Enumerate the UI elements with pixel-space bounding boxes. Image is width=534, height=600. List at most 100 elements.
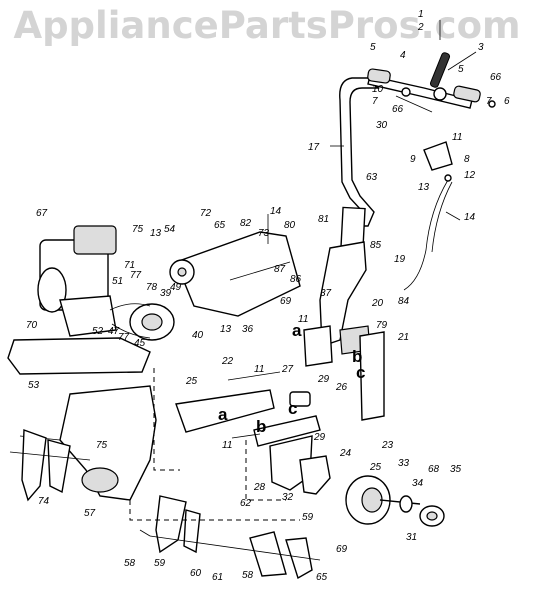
callout-75b: 75 (96, 440, 108, 451)
callout-9: 9 (410, 154, 416, 165)
callout-24: 24 (339, 448, 352, 459)
callout-11b: 11 (298, 314, 308, 325)
alignment-lines (129, 368, 300, 521)
bracket-and-cable (403, 141, 453, 291)
callout-1: 1 (418, 9, 424, 20)
right-tines (139, 495, 321, 580)
callout-86: 86 (290, 274, 302, 285)
callout-13c: 13 (220, 324, 232, 335)
callout-8: 8 (464, 154, 470, 165)
handle-column (303, 206, 371, 367)
callout-13b: 13 (150, 228, 162, 239)
callout-71: 71 (124, 260, 135, 271)
callout-14a: 14 (464, 212, 476, 223)
callout-28: 28 (253, 482, 266, 493)
callout-21: 21 (397, 332, 409, 343)
callout-58a: 58 (124, 558, 136, 569)
callout-69a: 69 (280, 296, 292, 307)
callout-27: 27 (281, 364, 294, 375)
callout-3: 3 (478, 42, 484, 53)
callout-87: 87 (274, 264, 286, 275)
callout-75a: 75 (132, 224, 144, 235)
callout-70: 70 (26, 320, 38, 331)
callout-80: 80 (284, 220, 296, 231)
tag-c-lower: c (288, 399, 297, 418)
callout-29a: 29 (317, 374, 330, 385)
tine-shield (7, 337, 151, 375)
callout-20: 20 (371, 298, 384, 309)
callout-61: 61 (212, 572, 223, 583)
wheel-assembly (299, 455, 445, 527)
callout-65b: 65 (316, 572, 328, 583)
callout-30: 30 (376, 120, 388, 131)
tag-a-upper: a (292, 321, 302, 340)
callout-66b: 66 (392, 104, 404, 115)
callout-53: 53 (28, 380, 40, 391)
callout-14b: 14 (270, 206, 282, 217)
callout-58b: 58 (242, 570, 254, 581)
callout-73: 73 (258, 228, 270, 239)
callout-7b: 7 (486, 96, 492, 107)
callout-10: 10 (372, 84, 384, 95)
callout-59a: 59 (154, 558, 166, 569)
callout-7: 7 (372, 96, 378, 107)
callout-17: 17 (308, 142, 320, 153)
callout-49: 49 (170, 282, 182, 293)
callout-11d: 11 (222, 440, 232, 451)
callout-66a: 66 (490, 72, 502, 83)
callout-35: 35 (450, 464, 462, 475)
letter-tags: a b c a b c (218, 321, 365, 436)
callout-32: 32 (282, 492, 294, 503)
callout-51: 51 (112, 276, 123, 287)
belt-cover (169, 231, 301, 317)
callout-34: 34 (412, 478, 424, 489)
callout-19: 19 (394, 254, 406, 265)
leader-lines (267, 20, 477, 244)
tag-a-lower: a (218, 405, 228, 424)
tag-b-upper: b (352, 347, 362, 366)
callout-67: 67 (36, 208, 48, 219)
callout-77b: 77 (118, 332, 130, 343)
callout-74: 74 (38, 496, 50, 507)
callout-29b: 29 (313, 432, 326, 443)
callout-84: 84 (398, 296, 410, 307)
engine (37, 225, 175, 341)
left-tines (9, 429, 91, 502)
callout-77a: 77 (130, 270, 142, 281)
callout-81: 81 (318, 214, 329, 225)
callout-40: 40 (192, 330, 204, 341)
callout-11a: 11 (452, 132, 462, 143)
callout-4: 4 (400, 50, 406, 61)
callout-2: 2 (417, 22, 424, 33)
handlebar (339, 52, 496, 227)
callout-57: 57 (84, 508, 96, 519)
callout-60: 60 (190, 568, 202, 579)
callout-37: 37 (320, 288, 332, 299)
callout-23: 23 (381, 440, 394, 451)
callout-79: 79 (376, 320, 388, 331)
callout-25a: 25 (185, 376, 198, 387)
callout-85: 85 (370, 240, 382, 251)
callout-13a: 13 (418, 182, 430, 193)
tag-b-lower: b (256, 417, 266, 436)
callout-33: 33 (398, 458, 410, 469)
callout-59b: 59 (302, 512, 314, 523)
callout-22: 22 (221, 356, 234, 367)
callout-69b: 69 (336, 544, 348, 555)
lower-frame (175, 331, 385, 491)
callout-82: 82 (240, 218, 252, 229)
callout-31: 31 (406, 532, 417, 543)
callout-78: 78 (146, 282, 158, 293)
callout-63: 63 (366, 172, 378, 183)
callout-12: 12 (464, 170, 476, 181)
callout-26: 26 (335, 382, 348, 393)
callout-11c: 11 (254, 364, 264, 375)
callout-52: 52 (92, 326, 104, 337)
part-callouts: 1 2 3 4 5 5 6 7 7 8 9 10 11 11 11 11 12 … (26, 9, 510, 583)
callout-36: 36 (242, 324, 254, 335)
callout-65a: 65 (214, 220, 226, 231)
callout-47: 47 (108, 326, 120, 337)
callout-68: 68 (428, 464, 440, 475)
